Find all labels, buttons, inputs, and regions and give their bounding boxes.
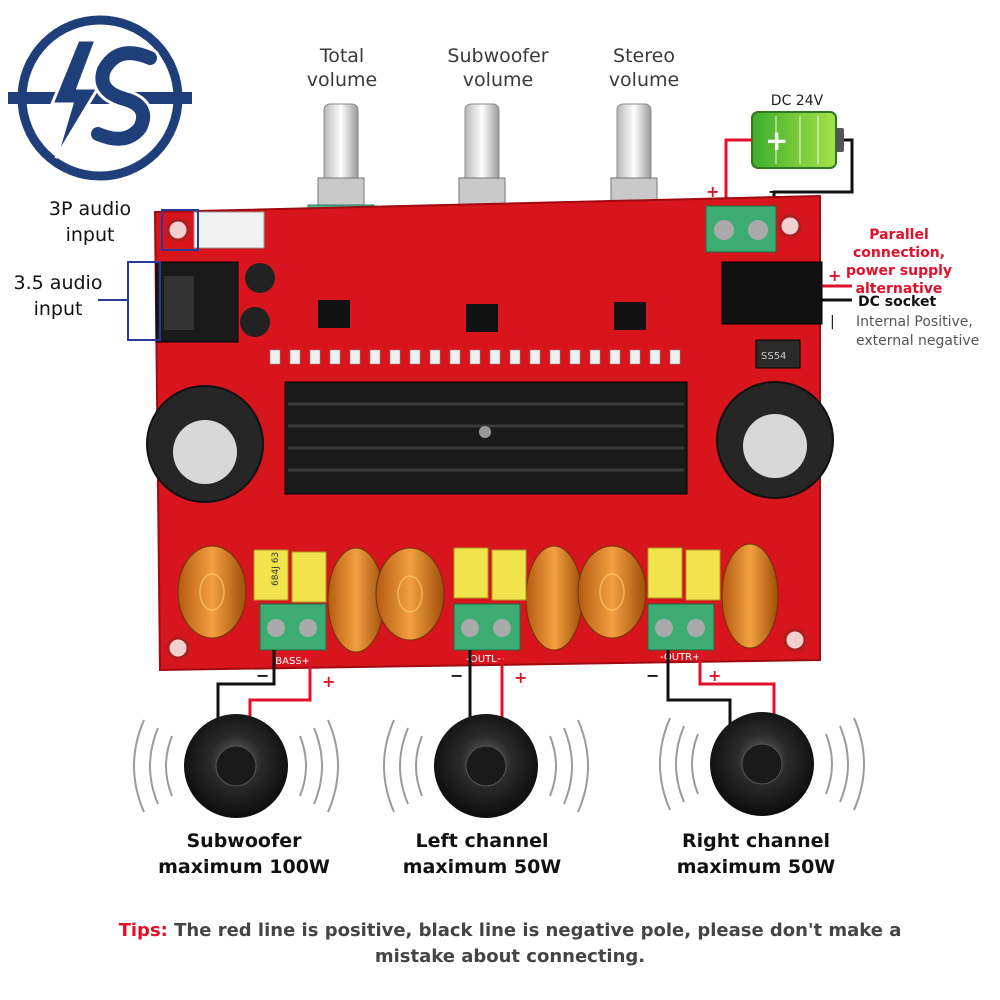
diode-label: SS54 (761, 351, 786, 362)
bass-minus-mark: − (256, 666, 270, 685)
label-line: input (33, 298, 83, 320)
note-line: external negative (856, 333, 980, 349)
label-3p-audio-input: 3P audio input (34, 196, 146, 248)
label-right-channel-speaker: Right channel maximum 50W (636, 828, 876, 880)
label-line: 3P audio (48, 198, 132, 220)
left-plus-mark: + (514, 668, 528, 687)
note-line: alternative (855, 281, 943, 297)
terminal-right-label: -OUTR+ (660, 652, 701, 663)
label-stereo-volume: Stereo volume (592, 44, 696, 92)
label-line: Total (319, 45, 365, 67)
socket-minus-mark: | (830, 314, 835, 330)
terminal-left[interactable] (453, 603, 521, 651)
label-line: input (65, 224, 115, 246)
label-total-volume: Total volume (290, 44, 394, 92)
speaker-name: Left channel (415, 830, 549, 852)
dc-socket-label: DC socket (858, 294, 937, 310)
speaker-power: maximum 50W (676, 856, 836, 878)
label-line: volume (462, 69, 534, 91)
socket-plus-mark: + (828, 266, 842, 285)
speaker-power: maximum 100W (158, 856, 330, 878)
terminal-bass-label: -BASS+ (272, 656, 310, 667)
input-brackets (98, 209, 199, 341)
label-subwoofer-speaker: Subwoofer maximum 100W (124, 828, 364, 880)
amplifier-board: SS54 (146, 194, 834, 672)
label-line: 3.5 audio (13, 272, 103, 294)
speaker-name: Subwoofer (186, 830, 302, 852)
speaker-name: Right channel (681, 830, 831, 852)
terminal-bass[interactable] (259, 603, 327, 651)
speaker-icon (184, 712, 814, 818)
label-line: volume (608, 69, 680, 91)
right-plus-mark: + (708, 666, 722, 685)
brand-logo-icon (8, 15, 192, 181)
note-line: Parallel connection, (852, 227, 946, 261)
label-line: Subwoofer (447, 45, 549, 67)
wire-plus-mark: + (706, 182, 720, 201)
left-minus-mark: − (450, 666, 464, 685)
label-line: volume (306, 69, 378, 91)
dc-socket-description: Internal Positive, external negative (856, 313, 1000, 351)
speaker-power: maximum 50W (402, 856, 562, 878)
battery-icon: + (751, 111, 844, 169)
svg-text:+: + (765, 124, 788, 157)
capacitor-mark: 684J 63 (271, 552, 281, 586)
note-line: Internal Positive, (856, 314, 973, 330)
label-3-5-audio-input: 3.5 audio input (4, 270, 112, 322)
tips-text: The red line is positive, black line is … (167, 920, 902, 967)
tips-note: Tips: The red line is positive, black li… (110, 918, 910, 970)
parallel-connection-note: Parallel connection, power supply altern… (822, 226, 976, 298)
wire-minus-mark: − (768, 182, 782, 201)
note-line: power supply (845, 263, 953, 279)
right-minus-mark: − (646, 666, 660, 685)
sound-waves (133, 717, 865, 813)
label-subwoofer-volume: Subwoofer volume (430, 44, 566, 92)
label-left-channel-speaker: Left channel maximum 50W (362, 828, 602, 880)
label-line: Stereo (613, 45, 675, 67)
label-dc-24v: DC 24V (770, 93, 824, 109)
tips-tag: Tips: (118, 920, 168, 941)
bass-plus-mark: + (322, 672, 336, 691)
terminal-right[interactable] (647, 603, 715, 651)
terminal-left-label: -OUTL+ (466, 654, 505, 665)
